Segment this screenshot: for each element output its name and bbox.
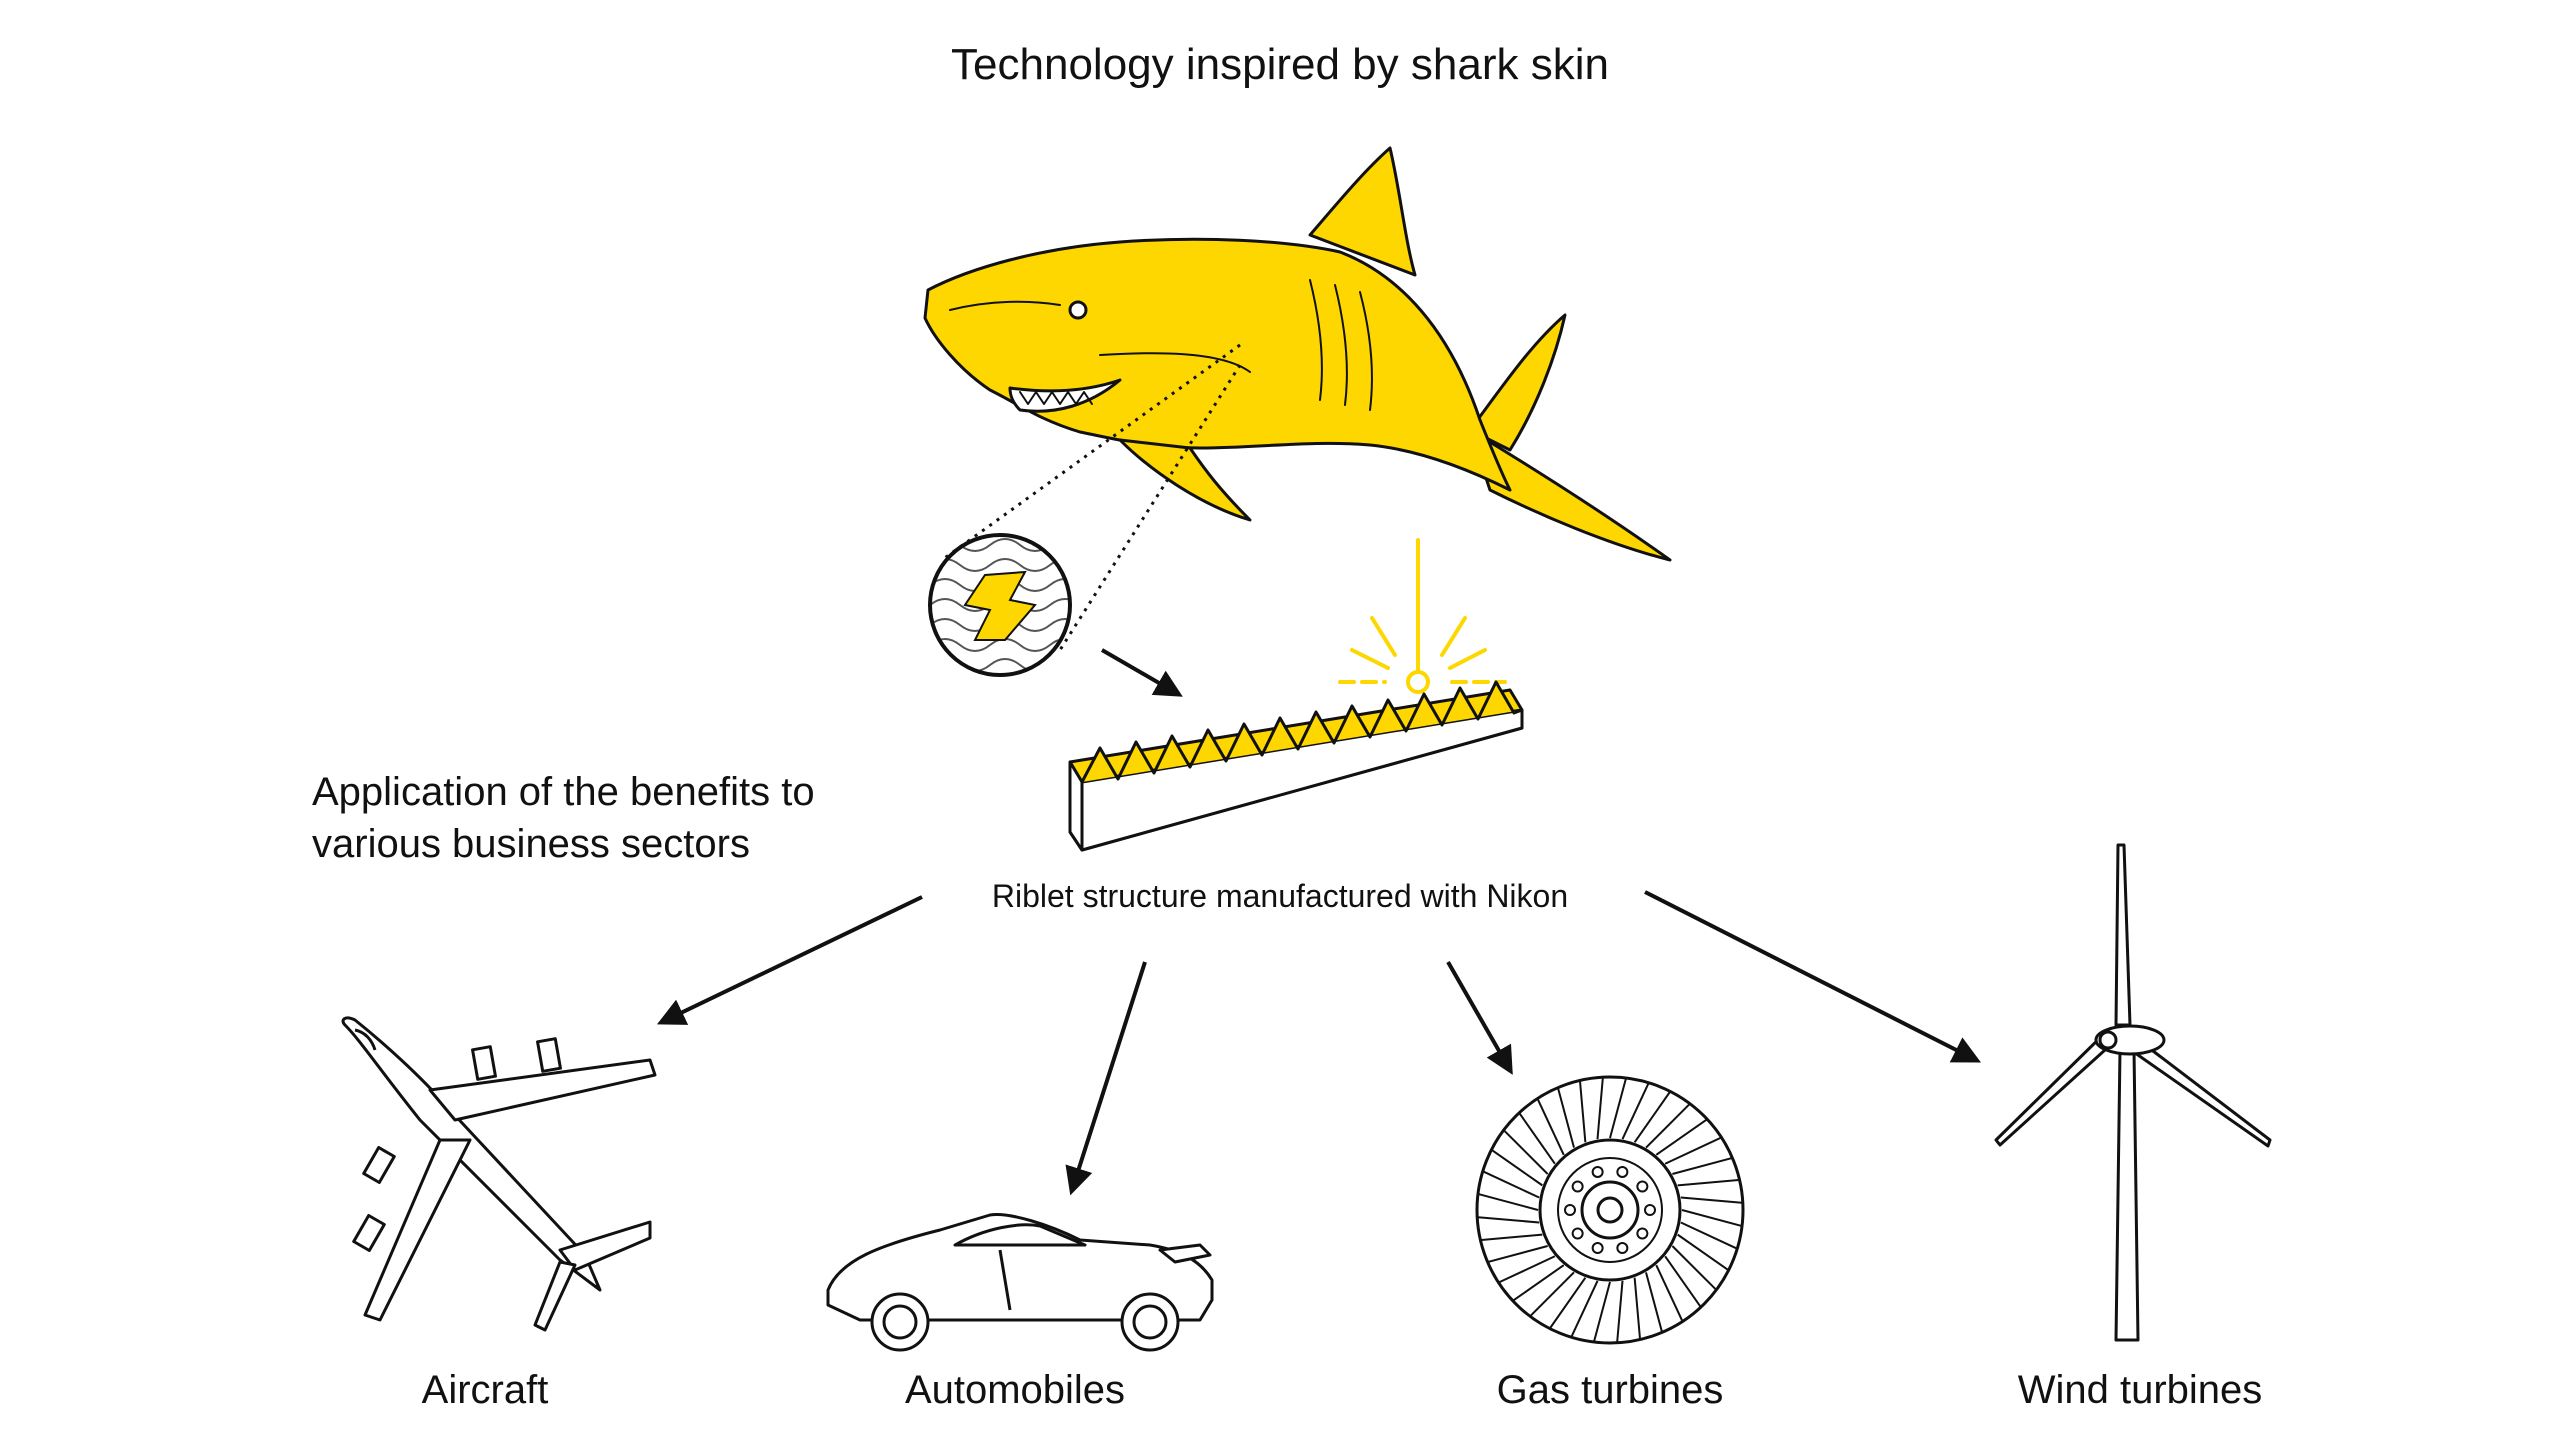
turbine-bolt bbox=[1616, 1165, 1629, 1178]
turbine-blade bbox=[1672, 1157, 1732, 1175]
turbine-blade bbox=[1596, 1078, 1604, 1140]
sector-label-aircraft: Aircraft bbox=[421, 1368, 549, 1412]
turbine-blade bbox=[1518, 1113, 1556, 1165]
turbine-blade bbox=[1633, 1091, 1671, 1143]
turbine-bolt bbox=[1616, 1242, 1629, 1255]
turbine-bolt bbox=[1564, 1204, 1576, 1216]
shark-illustration bbox=[923, 146, 1672, 562]
turbine-blade bbox=[1633, 1277, 1641, 1339]
turbine-blade bbox=[1677, 1233, 1729, 1271]
turbine-blade bbox=[1536, 1099, 1565, 1156]
page-title: Technology inspired by shark skin bbox=[951, 40, 1609, 89]
turbine-bolt bbox=[1636, 1227, 1649, 1240]
arrow-to-wind-turbines bbox=[1644, 890, 1981, 1063]
turbine-bolt bbox=[1636, 1180, 1649, 1193]
turbine-blade bbox=[1491, 1149, 1543, 1187]
turbine-blade bbox=[1549, 1277, 1587, 1329]
turbine-blade bbox=[1680, 1221, 1737, 1250]
riblet-label: Riblet structure manufactured with Nikon bbox=[991, 878, 1569, 914]
turbine-bolt bbox=[1644, 1204, 1656, 1216]
application-caption-line-2: various business sectors bbox=[312, 822, 750, 866]
turbine-blade bbox=[1616, 1280, 1624, 1342]
turbine-blade bbox=[1655, 1118, 1707, 1156]
turbine-blade bbox=[1481, 1233, 1543, 1241]
turbine-blade bbox=[1557, 1088, 1575, 1148]
turbine-blade bbox=[1645, 1103, 1690, 1149]
application-caption-line-1: Application of the benefits to bbox=[312, 770, 815, 814]
sector-label-gas-turbines: Gas turbines bbox=[1496, 1368, 1724, 1412]
turbine-blade bbox=[1513, 1264, 1565, 1302]
sector-label-wind-turbines: Wind turbines bbox=[2017, 1368, 2263, 1412]
turbine-blade bbox=[1664, 1136, 1721, 1165]
turbine-blade bbox=[1680, 1196, 1742, 1204]
turbine-bolt bbox=[1571, 1227, 1584, 1240]
turbine-bolt bbox=[1591, 1242, 1604, 1255]
arrow-to-aircraft bbox=[656, 895, 923, 1025]
turbine-blade bbox=[1570, 1280, 1599, 1337]
turbine-blade bbox=[1593, 1281, 1611, 1342]
sector-label-automobiles: Automobiles bbox=[904, 1368, 1126, 1412]
laser-icon bbox=[1338, 538, 1507, 694]
turbine-blade bbox=[1478, 1193, 1539, 1211]
turbine-blade bbox=[1621, 1083, 1650, 1140]
aircraft-icon bbox=[341, 1016, 657, 1332]
turbine-bolt bbox=[1571, 1180, 1584, 1193]
turbine-blade bbox=[1677, 1179, 1739, 1187]
turbine-bolts bbox=[1564, 1165, 1656, 1255]
turbine-blade bbox=[1478, 1216, 1540, 1224]
turbine-blade bbox=[1579, 1081, 1587, 1143]
arrow-to-automobiles bbox=[1065, 961, 1147, 1196]
turbine-blade bbox=[1530, 1271, 1575, 1317]
turbine-blade bbox=[1483, 1170, 1540, 1199]
turbine-blades bbox=[1478, 1078, 1742, 1342]
riblet-structure-icon bbox=[1068, 680, 1524, 852]
automobile-icon bbox=[826, 1213, 1214, 1352]
turbine-blade bbox=[1503, 1130, 1549, 1175]
turbine-blade bbox=[1499, 1255, 1556, 1284]
turbine-bolt bbox=[1591, 1165, 1604, 1178]
turbine-blade bbox=[1671, 1245, 1717, 1290]
gas-turbine-icon bbox=[1475, 1075, 1745, 1345]
turbine-blade bbox=[1681, 1209, 1742, 1227]
turbine-blade bbox=[1609, 1078, 1627, 1139]
sector-arrows bbox=[656, 890, 1981, 1196]
turbine-blade bbox=[1488, 1245, 1548, 1263]
magnification-lines bbox=[941, 343, 1242, 651]
turbine-blade bbox=[1645, 1272, 1663, 1332]
arrow-to-gas-turbines bbox=[1446, 961, 1513, 1075]
turbine-blade bbox=[1655, 1264, 1684, 1321]
magnified-skin-icon bbox=[928, 533, 1072, 677]
arrow-to-riblet bbox=[1100, 648, 1183, 697]
turbine-blade bbox=[1664, 1255, 1702, 1307]
wind-turbine-icon bbox=[1994, 843, 2272, 1342]
application-caption: Application of the benefits to various b… bbox=[312, 766, 815, 870]
